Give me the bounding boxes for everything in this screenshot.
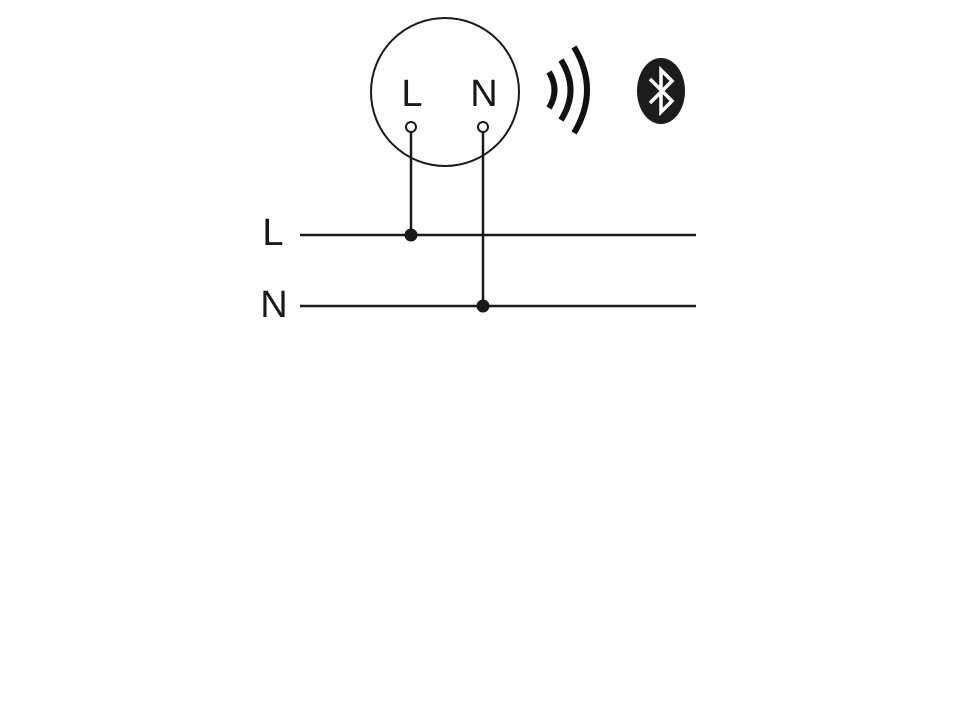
device-terminal-l-label: L bbox=[401, 73, 422, 115]
bus-l-label: L bbox=[262, 212, 283, 254]
device-circle bbox=[370, 17, 520, 167]
device-terminal-l bbox=[405, 121, 417, 133]
junction-dot-n bbox=[476, 299, 490, 313]
wire-n bbox=[476, 132, 490, 313]
bus-n-label: N bbox=[260, 284, 287, 326]
device: L N bbox=[370, 17, 520, 167]
bluetooth-icon bbox=[637, 58, 685, 124]
bus-l: L bbox=[262, 212, 696, 254]
wireless-signal-icon bbox=[546, 45, 590, 135]
junction-dot-l bbox=[404, 228, 418, 242]
bus-n: N bbox=[260, 284, 696, 326]
device-terminal-n bbox=[477, 121, 489, 133]
wire-l bbox=[404, 132, 418, 242]
device-terminal-n-label: N bbox=[470, 73, 497, 115]
